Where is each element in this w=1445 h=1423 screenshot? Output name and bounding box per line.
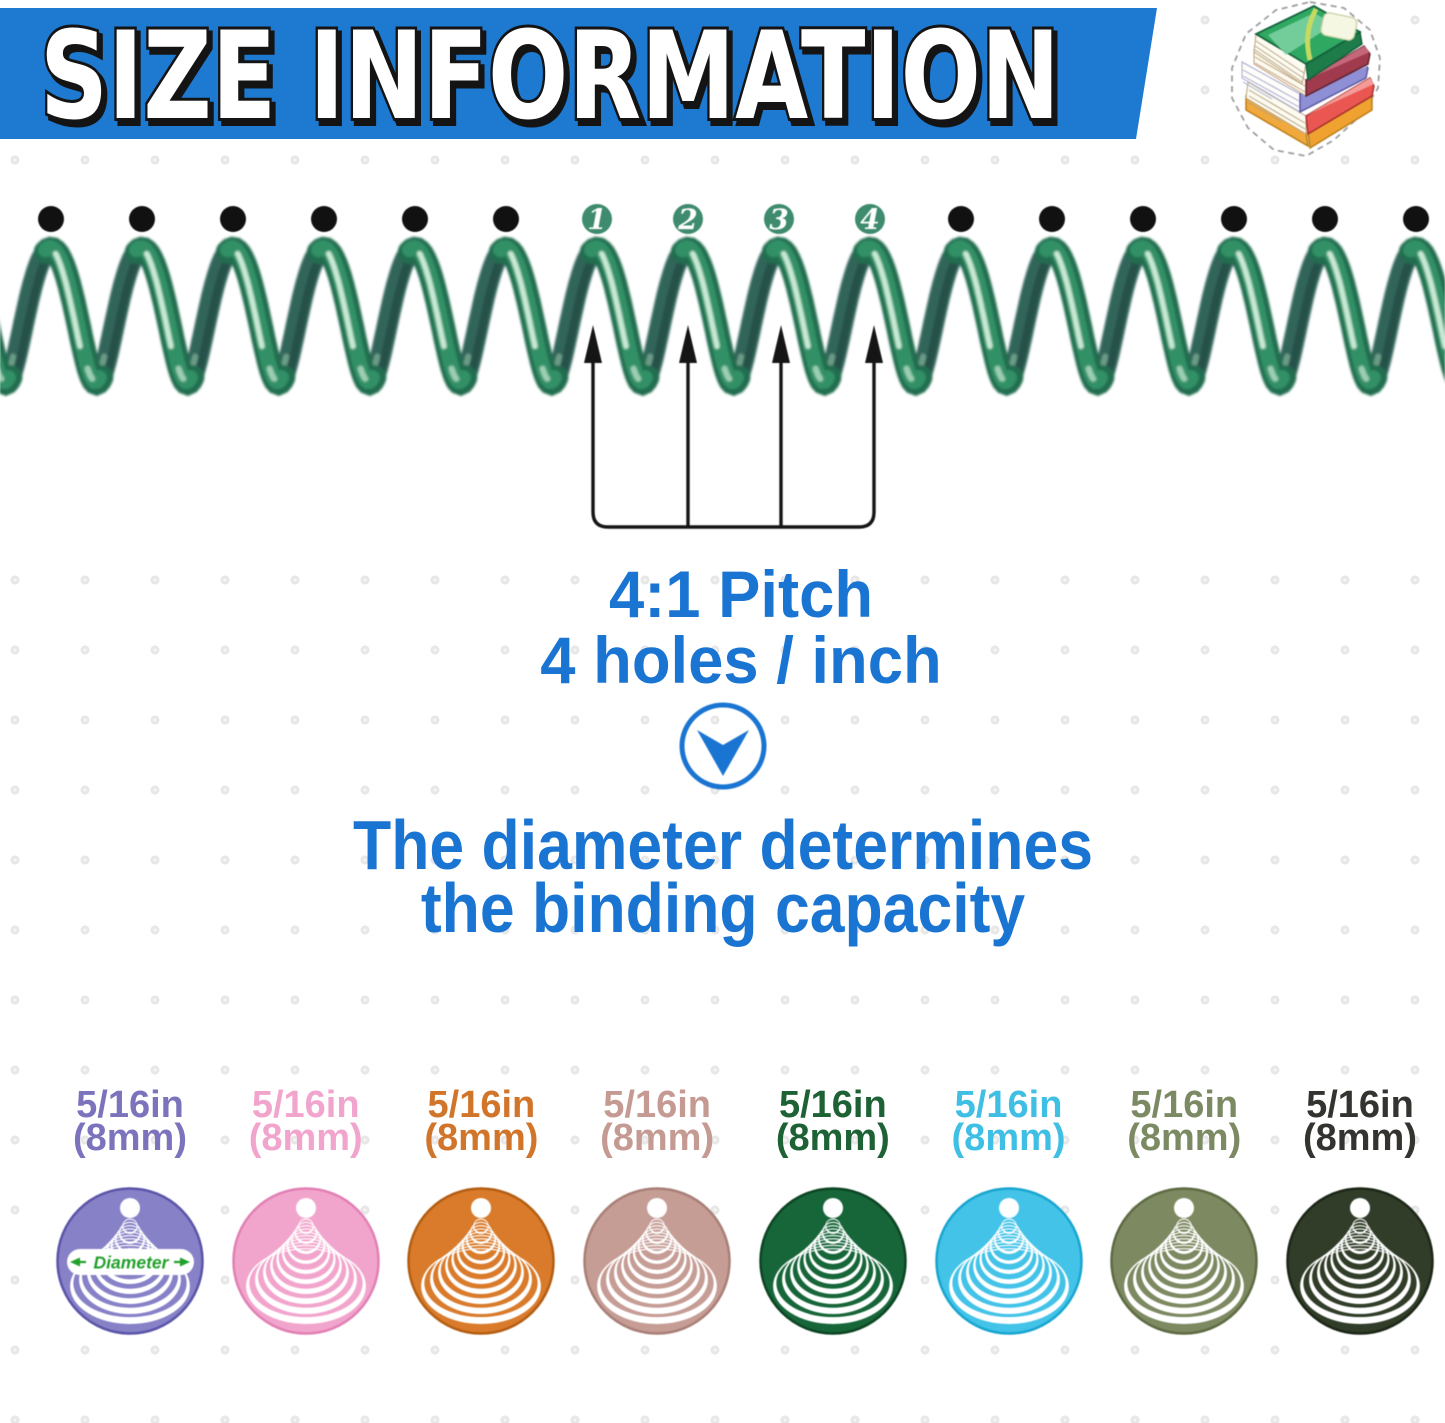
diameter-indicator: Diameter (70, 1253, 190, 1273)
size-label: 5/16in(8mm) (547, 1083, 767, 1160)
size-inches-label: 5/16in (251, 1083, 360, 1126)
page-title-shadow: SIZE INFORMATION (44, 14, 1064, 139)
punch-hole (1039, 206, 1065, 232)
chevron-ring (679, 702, 767, 790)
punch-hole (402, 206, 428, 232)
size-mm-label: (8mm) (1127, 1117, 1242, 1160)
pitch-bracket (591, 356, 876, 529)
size-mm-label: (8mm) (424, 1117, 539, 1160)
disc-hole (1174, 1198, 1195, 1218)
hole-number-label: 1 (587, 203, 606, 236)
size-label: 5/16in(8mm) (1250, 1083, 1445, 1160)
numbered-hole: 3 (764, 203, 794, 236)
coil-end-disc (583, 1187, 731, 1335)
size-mm-label: (8mm) (600, 1117, 715, 1160)
disc-hole (471, 1198, 492, 1218)
punch-hole (129, 206, 155, 232)
punch-hole (311, 206, 337, 232)
coil-end-disc (407, 1187, 556, 1335)
pitch-arrows (584, 325, 883, 529)
disc-hole (822, 1198, 843, 1218)
pitch-arrowheads (584, 325, 883, 363)
numbered-hole: 1 (582, 203, 612, 236)
size-label: 5/16in(8mm) (371, 1083, 591, 1160)
size-inches-label: 5/16in (1306, 1083, 1414, 1126)
header-banner (0, 8, 1157, 139)
disc-hole (120, 1198, 140, 1218)
size-mm-label: (8mm) (248, 1117, 363, 1160)
diameter-label: Diameter (94, 1253, 170, 1273)
numbered-hole: 4 (855, 203, 885, 236)
punch-hole (493, 206, 519, 232)
numbered-hole: 2 (673, 203, 703, 236)
punch-hole (1403, 206, 1429, 232)
punch-hole (1130, 206, 1156, 232)
spiral-coil-binding: 1 2 3 4 (0, 203, 1445, 396)
diameter-pill (67, 1249, 194, 1275)
chevron-down-circle-icon (679, 702, 767, 790)
size-mm-label: (8mm) (1302, 1117, 1417, 1160)
hole-number-label: 4 (860, 203, 879, 236)
pitch-title: 4:1 Pitch (608, 557, 874, 631)
disc-hole (647, 1198, 668, 1218)
size-inches-label: 5/16in (76, 1083, 184, 1126)
punch-hole (1221, 206, 1247, 232)
disc-hole (295, 1198, 316, 1218)
size-inches-label: 5/16in (427, 1083, 536, 1126)
hole-number-label: 2 (677, 203, 697, 236)
coil-end-disc (1110, 1187, 1258, 1335)
description-line2: the binding capacity (420, 869, 1026, 947)
coil-end-disc (1286, 1187, 1434, 1335)
disc-hole (998, 1198, 1019, 1218)
size-mm-label: (8mm) (775, 1117, 890, 1160)
coil-end-disc (759, 1187, 907, 1335)
page-title-text: SIZE INFORMATION (40, 14, 1060, 139)
punch-hole (38, 206, 64, 232)
books-stack-icon (1231, 1, 1381, 157)
page-title: SIZE INFORMATION SIZE INFORMATION (38, 14, 1067, 139)
coil-end-disc: Diameter (56, 1187, 204, 1335)
size-label: 5/16in(8mm) (723, 1083, 943, 1160)
size-inches-label: 5/16in (954, 1083, 1063, 1126)
size-label: 5/16in(8mm) (1074, 1083, 1294, 1160)
coil-end-disc (231, 1187, 380, 1335)
disc-hole (1349, 1198, 1370, 1218)
size-label: 5/16in(8mm) (899, 1083, 1119, 1160)
size-label: 5/16in(8mm) (20, 1083, 240, 1160)
size-mm-label: (8mm) (951, 1117, 1066, 1160)
coil-end-disc (934, 1187, 1083, 1335)
size-inches-label: 5/16in (1130, 1083, 1239, 1126)
size-inches-label: 5/16in (603, 1083, 711, 1126)
size-label: 5/16in(8mm) (196, 1083, 416, 1160)
hole-number-label: 3 (769, 203, 788, 236)
chevron-dart (697, 730, 749, 776)
pitch-subtitle: 4 holes / inch (540, 623, 942, 697)
size-mm-label: (8mm) (72, 1117, 188, 1160)
size-inches-label: 5/16in (778, 1083, 887, 1126)
punch-hole (1312, 206, 1338, 232)
punch-hole (948, 206, 974, 232)
description-line1: The diameter determines (353, 806, 1093, 884)
punch-hole (220, 206, 246, 232)
